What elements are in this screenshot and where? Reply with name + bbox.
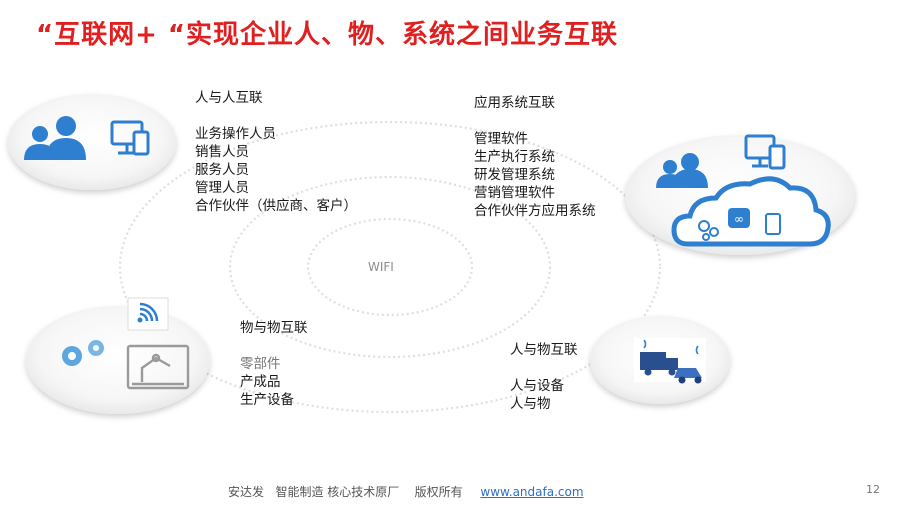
list-item: 零部件 <box>240 356 281 372</box>
page-number: 12 <box>866 483 880 496</box>
things-bubble <box>26 297 210 414</box>
computer-icon <box>744 134 786 170</box>
people-things-block: 人与物互联 人与设备 人与物 <box>510 341 578 413</box>
systems-block: 应用系统互联 管理软件 生产执行系统 研发管理系统 营销管理软件 合作伙伴方应用… <box>474 94 596 220</box>
list-item: 营销管理软件 <box>474 185 555 201</box>
footer: 安达发 智能制造 核心技术原厂 版权所有 www.andafa.com <box>228 483 584 500</box>
people-things-bubble <box>590 316 730 404</box>
center-label: WIFI <box>368 260 394 274</box>
svg-text:∞: ∞ <box>734 212 744 226</box>
list-item: 管理人员 <box>195 180 249 196</box>
people-block: 人与人互联 业务操作人员 销售人员 服务人员 管理人员 合作伙伴（供应商、客户） <box>195 89 357 215</box>
block-heading: 物与物互联 <box>240 320 308 336</box>
list-item: 管理软件 <box>474 131 528 147</box>
website-link[interactable]: www.andafa.com <box>480 485 584 499</box>
block-heading: 人与物互联 <box>510 342 578 358</box>
gears-icon <box>62 340 104 366</box>
systems-bubble: ∞ <box>625 134 855 255</box>
list-item: 生产设备 <box>240 392 294 408</box>
page-title: “互联网+ “实现企业人、物、系统之间业务互联 <box>36 20 619 50</box>
robot-arm-icon <box>126 344 190 390</box>
footer-slogan: 智能制造 核心技术原厂 <box>275 485 400 499</box>
list-item: 产成品 <box>240 374 281 390</box>
list-item: 研发管理系统 <box>474 167 555 183</box>
cloud-icon: ∞ <box>671 176 831 247</box>
list-item: 人与物 <box>510 396 551 412</box>
footer-rights: 版权所有 <box>414 485 463 499</box>
things-block: 物与物互联 零部件 产成品 生产设备 <box>240 319 308 409</box>
footer-company: 安达发 <box>228 485 265 499</box>
list-item: 合作伙伴方应用系统 <box>474 203 596 219</box>
wifi-icon <box>127 297 169 331</box>
block-heading: 人与人互联 <box>195 90 263 106</box>
list-item: 服务人员 <box>195 162 249 178</box>
list-item: 生产执行系统 <box>474 149 555 165</box>
computer-icon <box>110 120 150 156</box>
people-bubble <box>8 94 176 190</box>
trucks-icon <box>634 338 706 384</box>
list-item: 人与设备 <box>510 378 564 394</box>
block-heading: 应用系统互联 <box>474 95 555 111</box>
list-item: 销售人员 <box>195 144 249 160</box>
people-icon <box>24 116 86 160</box>
list-item: 合作伙伴（供应商、客户） <box>195 198 357 214</box>
people-icon <box>656 153 708 188</box>
list-item: 业务操作人员 <box>195 126 276 142</box>
concentric-rings <box>118 120 662 414</box>
